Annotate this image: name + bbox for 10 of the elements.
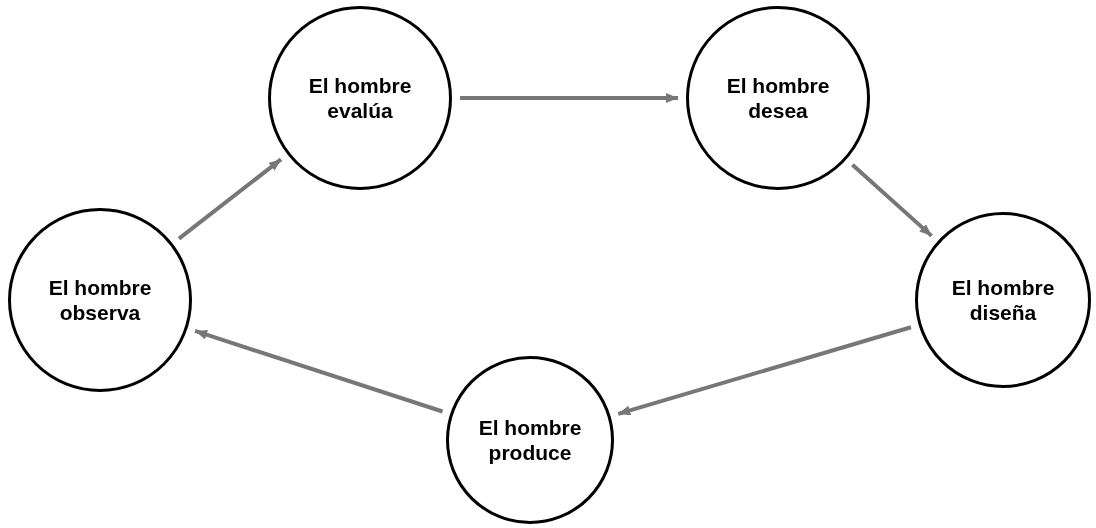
- arrow: [851, 163, 933, 238]
- node-label: El hombre evalúa: [307, 72, 413, 124]
- node-label: El hombre desea: [725, 72, 831, 124]
- node-label: El hombre diseña: [950, 274, 1056, 326]
- arrow: [177, 157, 283, 241]
- arrow: [194, 329, 444, 414]
- arrow: [617, 325, 912, 416]
- node-label: El hombre produce: [477, 414, 583, 466]
- arrow: [460, 93, 678, 103]
- node-label: El hombre observa: [47, 274, 153, 326]
